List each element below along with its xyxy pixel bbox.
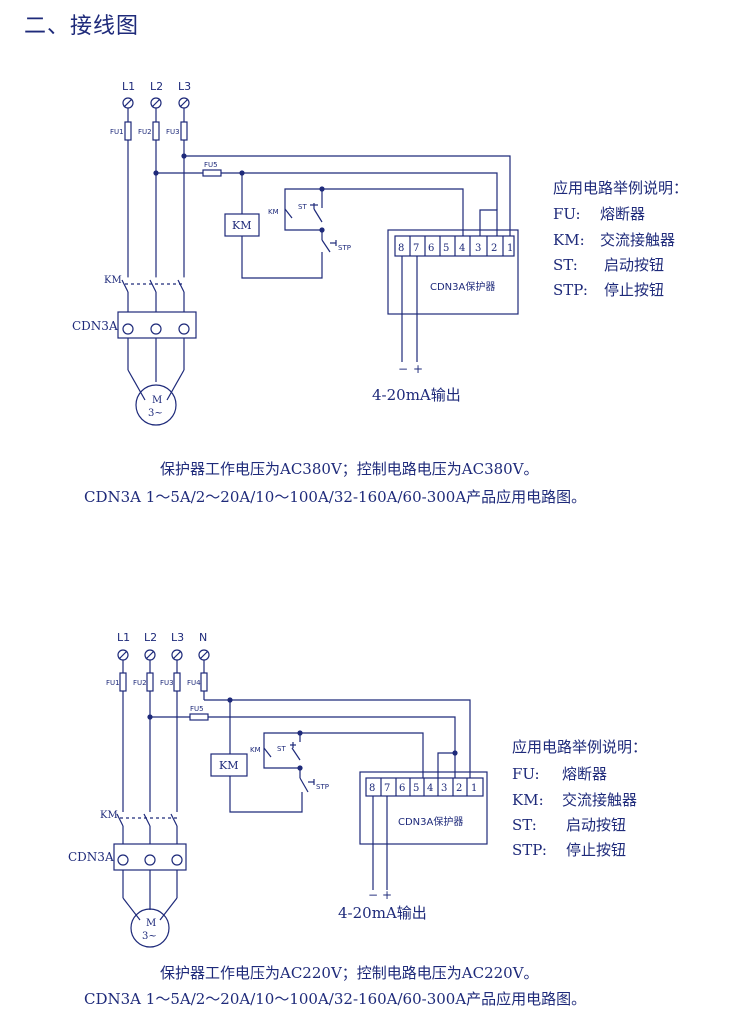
terminal-3: 3 — [475, 243, 481, 254]
motor-symbol — [130, 908, 170, 948]
output-label: 4-20mA输出 — [338, 904, 427, 922]
legend-title: 应用电路举例说明： — [553, 179, 688, 197]
cdn3a-label: CDN3A — [72, 319, 118, 333]
km-main-contacts — [121, 270, 190, 312]
output-label: 4-20mA输出 — [372, 386, 461, 404]
legend-value-stp: 停止按钮 — [566, 841, 626, 859]
phase-label-l1: L1 — [122, 80, 135, 93]
page-heading: 二、接线图 — [24, 14, 140, 39]
terminal-7: 7 — [384, 783, 390, 794]
legend-value-fu: 熔断器 — [600, 205, 645, 223]
output-plus: + — [413, 362, 423, 376]
phase-lines — [119, 660, 208, 812]
legend-key-st: ST: — [512, 816, 537, 834]
terminal-symbols — [122, 97, 190, 109]
motor-phase-label: 3~ — [148, 408, 163, 419]
legend-key-stp: STP: — [512, 841, 547, 859]
legend-value-km: 交流接触器 — [600, 231, 675, 249]
terminal-1: 1 — [471, 783, 477, 794]
legend-value-fu: 熔断器 — [562, 765, 607, 783]
legend-key-fu: FU: — [553, 205, 581, 223]
stp-label: STP — [316, 783, 329, 791]
legend: 应用电路举例说明： FU: 熔断器 KM: 交流接触器 ST: 启动按钮 STP… — [512, 738, 647, 859]
fuse-label-fu5: FU5 — [190, 705, 204, 713]
phase-label-l2: L2 — [150, 80, 163, 93]
phase-label-n: N — [199, 631, 207, 644]
caption-voltage: 保护器工作电压为AC380V；控制电路电压为AC380V。 — [160, 460, 539, 478]
terminal-8: 8 — [369, 783, 375, 794]
km-contact-label: KM — [104, 275, 122, 286]
cdn3a-block — [117, 311, 197, 401]
phase-label-l3: L3 — [178, 80, 191, 93]
control-wiring — [153, 153, 511, 279]
km-main-contacts — [116, 813, 178, 844]
legend: 应用电路举例说明： FU: 熔断器 KM: 交流接触器 ST: 启动按钮 STP… — [553, 179, 688, 299]
km-holding-label: KM — [268, 208, 279, 216]
phase-label-l2: L2 — [144, 631, 157, 644]
protector-label: CDN3A保护器 — [430, 280, 495, 293]
fuse-label-fu1: FU1 — [106, 679, 120, 687]
st-label: ST — [277, 745, 286, 753]
km-contact-label: KM — [100, 810, 118, 821]
cdn3a-block — [113, 843, 187, 921]
km-coil-label: KM — [232, 219, 251, 232]
caption-products: CDN3A 1～5A/2～20A/10～100A/32-160A/60-300A… — [84, 488, 586, 506]
legend-key-km: KM: — [553, 231, 585, 249]
terminal-symbols — [117, 649, 210, 661]
output-plus: + — [382, 888, 392, 902]
terminal-2: 2 — [491, 243, 497, 254]
protector-box — [359, 771, 488, 890]
legend-key-fu: FU: — [512, 765, 540, 783]
caption-voltage: 保护器工作电压为AC220V；控制电路电压为AC220V。 — [160, 964, 539, 982]
output-minus: − — [368, 888, 378, 902]
fuse-label-fu1: FU1 — [110, 128, 124, 136]
terminal-2: 2 — [456, 783, 462, 794]
motor-phase-label: 3~ — [142, 931, 157, 942]
terminal-5: 5 — [443, 243, 449, 254]
legend-key-st: ST: — [553, 256, 578, 274]
protector-box — [387, 229, 519, 362]
terminal-6: 6 — [428, 243, 434, 254]
st-label: ST — [298, 203, 307, 211]
fuse-label-fu4: FU4 — [187, 679, 201, 687]
cdn3a-label: CDN3A — [68, 850, 114, 864]
legend-value-stp: 停止按钮 — [604, 281, 664, 299]
legend-key-km: KM: — [512, 791, 544, 809]
legend-key-stp: STP: — [553, 281, 588, 299]
stp-label: STP — [338, 244, 351, 252]
protector-label: CDN3A保护器 — [398, 815, 463, 828]
legend-value-st: 启动按钮 — [566, 816, 626, 834]
phase-lines — [124, 108, 188, 270]
terminal-4: 4 — [427, 783, 433, 794]
motor-m-label: M — [146, 918, 156, 929]
legend-value-st: 启动按钮 — [604, 256, 664, 274]
output-minus: − — [398, 362, 408, 376]
control-wiring — [147, 697, 471, 813]
terminal-8: 8 — [398, 243, 404, 254]
motor-symbol — [135, 384, 177, 426]
phase-label-l1: L1 — [117, 631, 130, 644]
motor-m-label: M — [152, 395, 162, 406]
phase-label-l3: L3 — [171, 631, 184, 644]
terminal-3: 3 — [441, 783, 447, 794]
caption-products: CDN3A 1～5A/2～20A/10～100A/32-160A/60-300A… — [84, 990, 586, 1008]
fuse-label-fu3: FU3 — [166, 128, 180, 136]
terminal-1: 1 — [507, 243, 513, 254]
km-holding-label: KM — [250, 746, 261, 754]
fuse-label-fu2: FU2 — [138, 128, 152, 136]
terminal-6: 6 — [399, 783, 405, 794]
legend-title: 应用电路举例说明： — [512, 738, 647, 756]
km-coil-label: KM — [219, 759, 238, 772]
fuse-label-fu2: FU2 — [133, 679, 147, 687]
diagram-2: L1 L2 L3 N FU1 FU2 FU3 FU4 — [68, 631, 647, 1008]
diagram-1: L1 L2 L3 FU1 FU2 FU3 — [72, 80, 688, 506]
terminal-4: 4 — [459, 243, 465, 254]
legend-value-km: 交流接触器 — [562, 791, 637, 809]
fuse-label-fu5: FU5 — [204, 161, 218, 169]
terminal-7: 7 — [413, 243, 419, 254]
terminal-5: 5 — [413, 783, 419, 794]
fuse-label-fu3: FU3 — [160, 679, 174, 687]
